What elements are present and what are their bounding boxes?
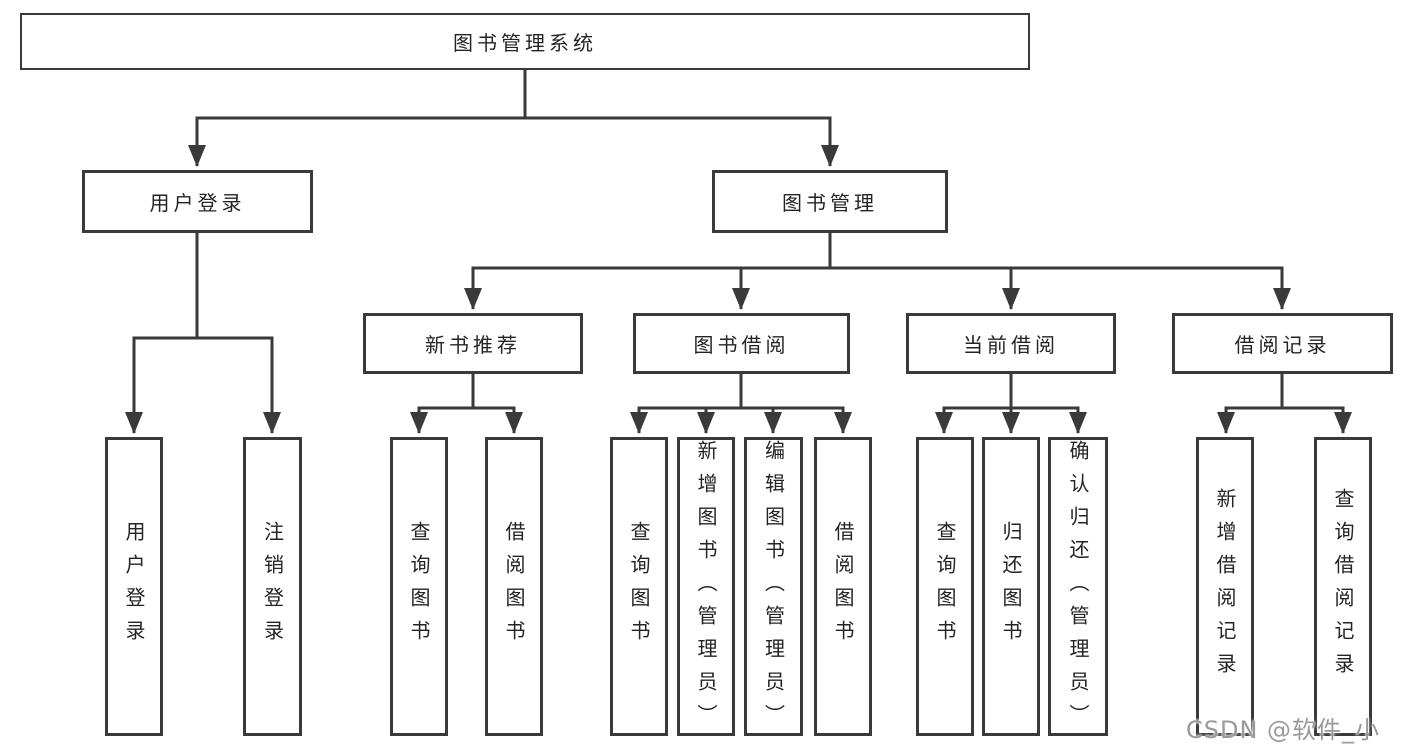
leaf-nbr-query-books: 查询图书 [390,437,448,736]
node-label: 查询借阅记录 [1331,487,1355,686]
leaf-br-add-record: 新增借阅记录 [1196,437,1254,736]
leaf-bb-edit-books-admin: 编辑图书（管理员） [744,437,803,737]
node-book-management: 图书管理 [712,170,948,233]
node-user-login: 用户登录 [82,170,313,233]
node-borrowing-records: 借阅记录 [1172,313,1393,374]
leaf-cb-return-books: 归还图书 [982,437,1040,736]
leaf-cb-query-books: 查询图书 [916,437,974,736]
leaf-bb-add-books-admin: 新增图书（管理员） [677,437,735,737]
leaf-user-login: 用户登录 [105,437,163,736]
node-label: 查询图书 [933,520,957,653]
node-label: 编辑图书（管理员） [761,440,786,737]
leaf-nbr-borrow-books: 借阅图书 [485,437,543,736]
node-label: 注销登录 [260,520,285,653]
leaf-br-query-record: 查询借阅记录 [1314,437,1372,736]
node-new-book-recommendation: 新书推荐 [363,313,583,374]
leaf-bb-borrow-books: 借阅图书 [814,437,872,736]
leaf-bb-query-books: 查询图书 [610,437,668,736]
node-label: 新增借阅记录 [1213,487,1237,686]
node-label: 借阅图书 [831,520,855,653]
node-label: 查询图书 [407,520,431,653]
leaf-cb-confirm-return-admin: 确认归还（管理员） [1048,437,1108,737]
node-book-borrowing: 图书借阅 [633,313,850,374]
node-label: 图书管理系统 [453,31,597,55]
node-label: 图书管理 [782,191,878,215]
node-label: 确认归还（管理员） [1066,440,1090,737]
node-label: 新增图书（管理员） [694,440,718,737]
node-label: 用户登录 [122,520,146,653]
node-label: 查询图书 [627,520,651,653]
node-label: 借阅记录 [1234,333,1331,357]
node-label: 归还图书 [999,520,1023,653]
csdn-watermark: CSDN @软件_小贺同学 [1186,716,1381,744]
node-current-borrowing: 当前借阅 [906,313,1116,374]
node-label: 图书借阅 [693,333,790,357]
node-label: 用户登录 [149,191,246,215]
node-library-management-system: 图书管理系统 [20,13,1030,70]
node-label: 当前借阅 [963,333,1059,357]
node-label: 借阅图书 [502,520,526,653]
node-label: 新书推荐 [425,333,521,357]
leaf-logout: 注销登录 [243,437,302,736]
